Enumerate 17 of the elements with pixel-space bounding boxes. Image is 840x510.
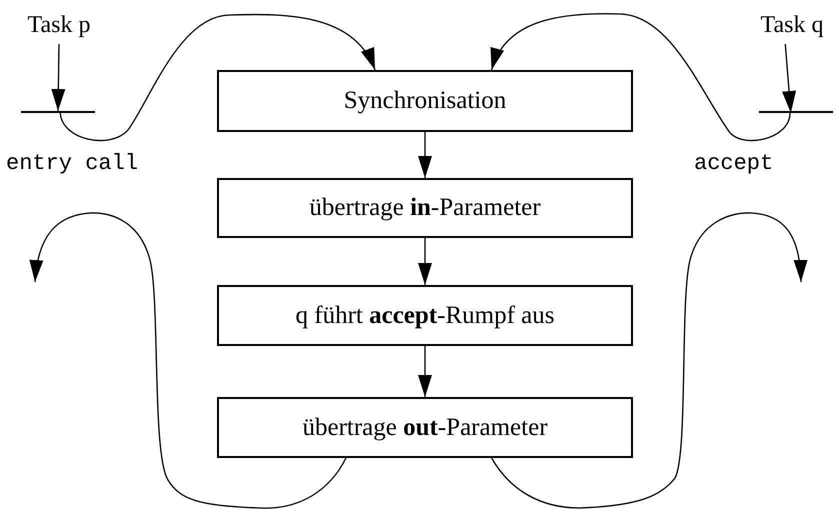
arrow <box>418 238 432 285</box>
arrow <box>51 44 66 111</box>
arrow <box>418 132 432 178</box>
process-box: q führt accept-Rumpf aus <box>217 285 633 346</box>
arrow <box>490 13 791 142</box>
rendezvous-line <box>21 111 95 113</box>
rendezvous-line <box>759 111 833 113</box>
call-label: entry call <box>6 150 138 178</box>
process-box: übertrage out-Parameter <box>217 397 633 458</box>
arrow <box>782 44 796 114</box>
process-box: übertrage in-Parameter <box>217 178 633 238</box>
arrow <box>491 212 807 509</box>
arrow <box>418 346 432 397</box>
arrow <box>60 14 376 142</box>
arrow <box>30 212 347 509</box>
call-label: accept <box>694 150 774 178</box>
process-box: Synchronisation <box>217 70 633 132</box>
